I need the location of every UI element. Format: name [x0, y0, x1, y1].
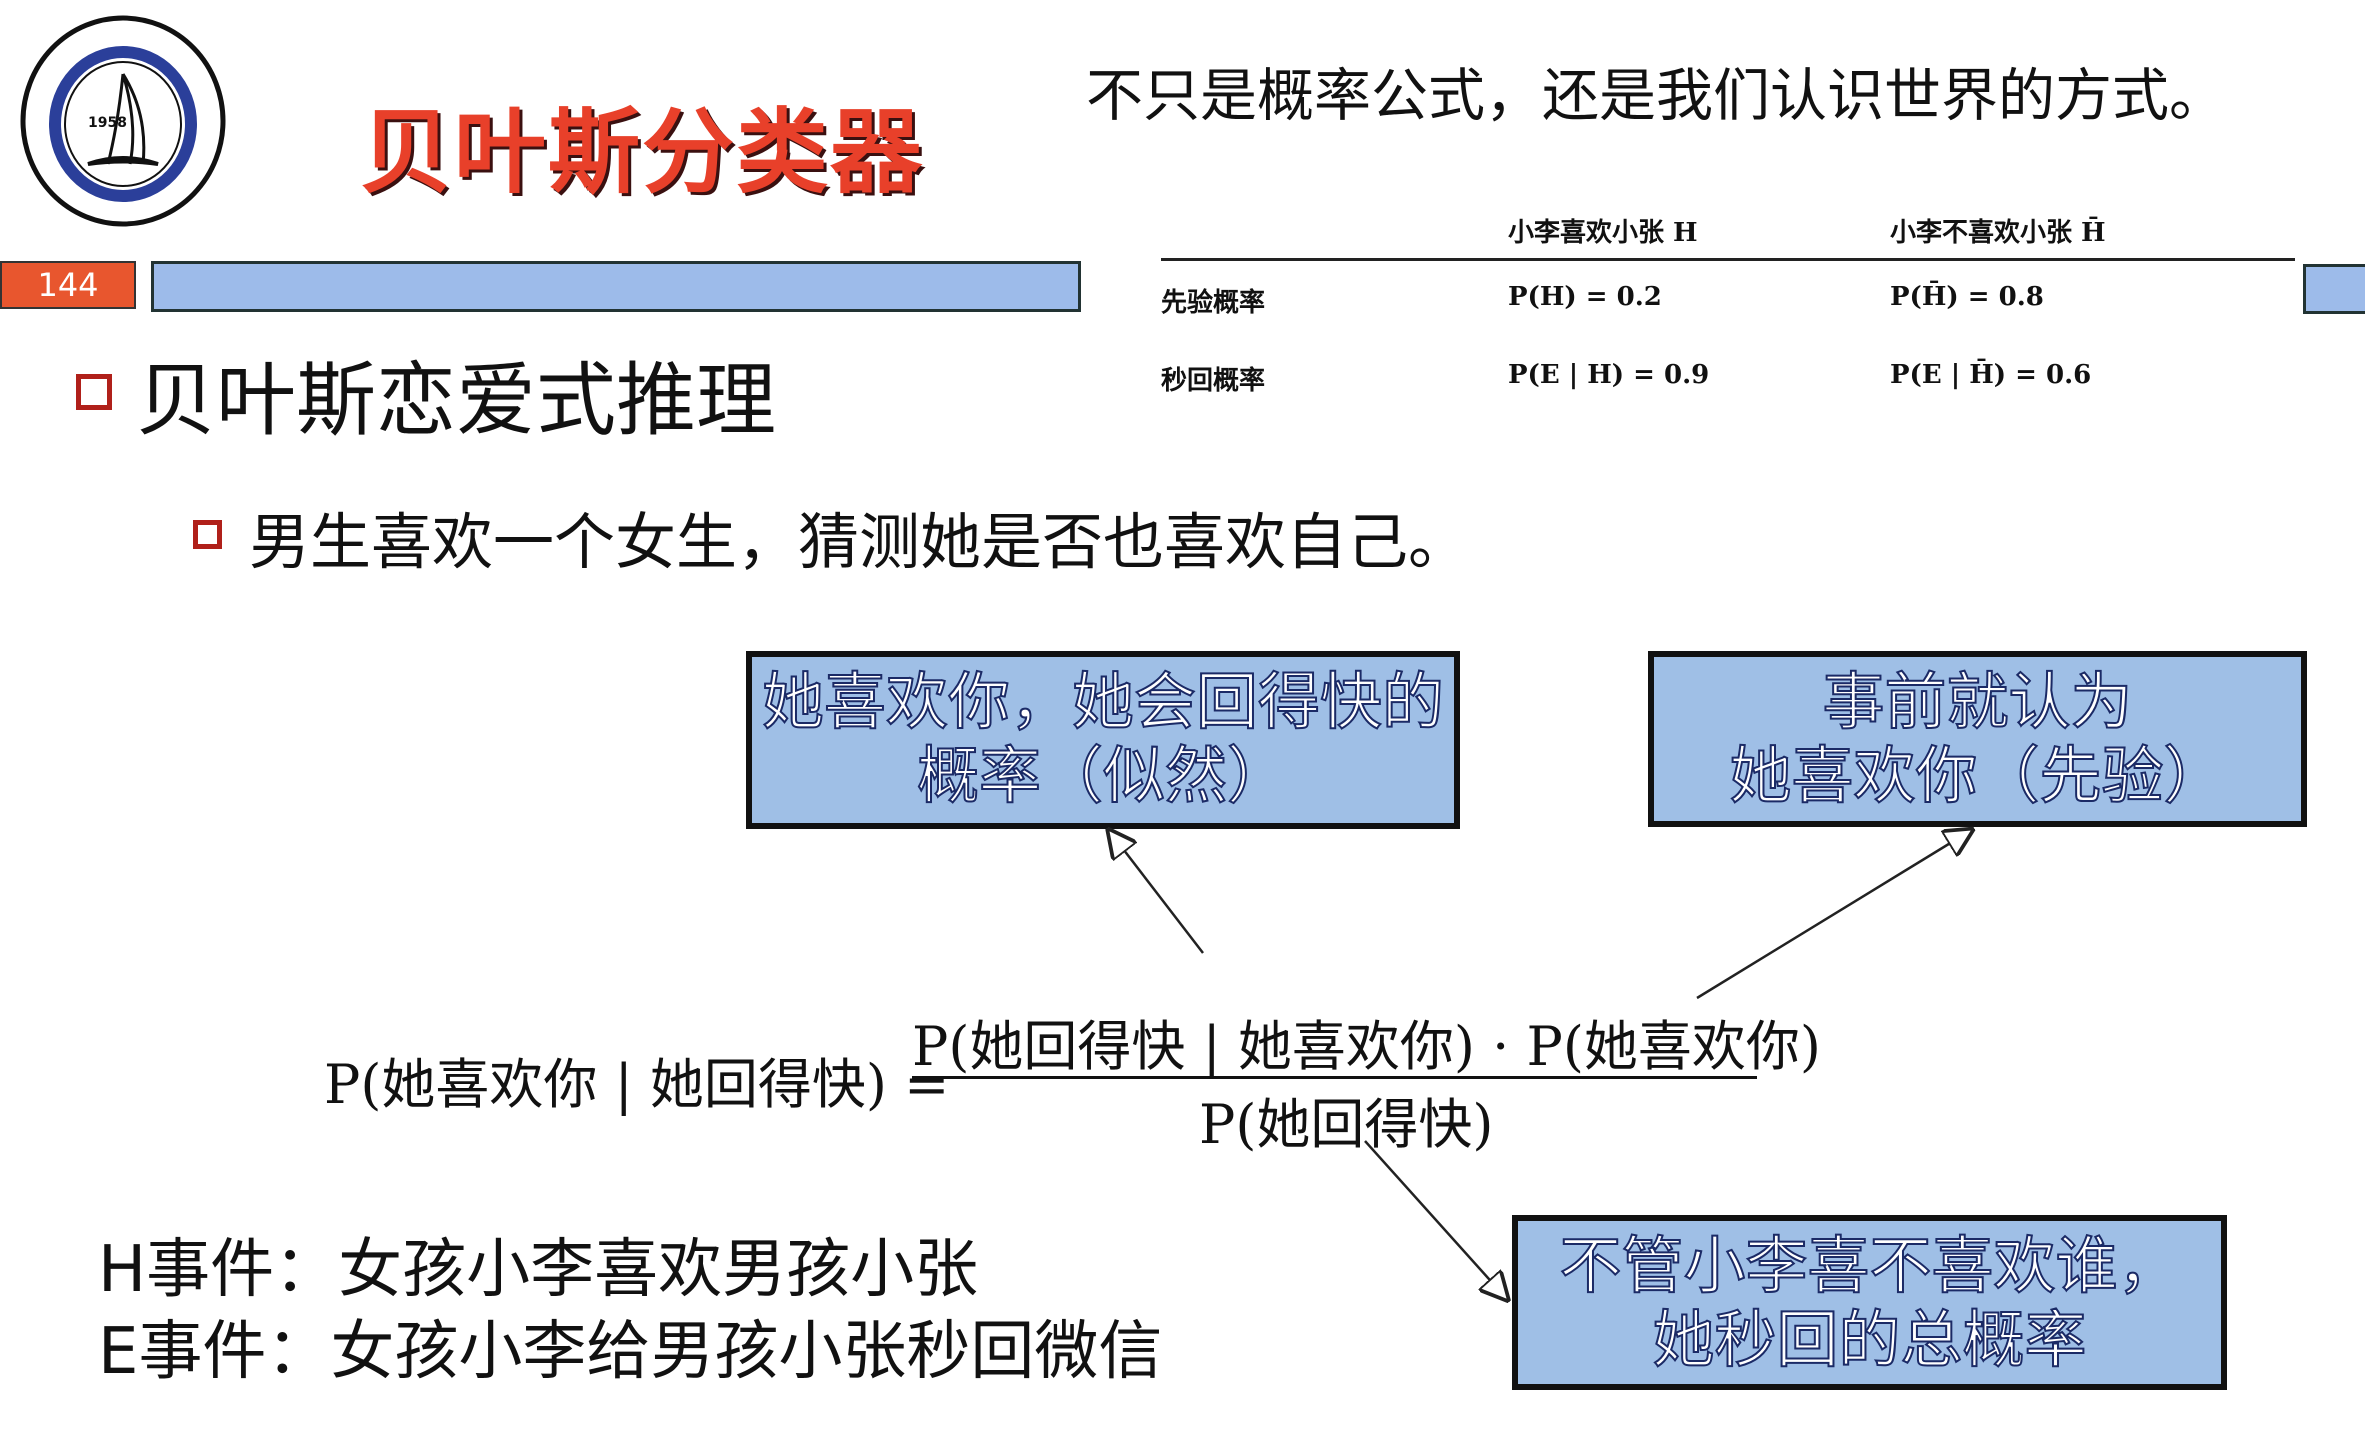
formula-lhs: P(她喜欢你 | 她回得快) = [324, 1053, 950, 1116]
table-row-label: 先验概率 [1161, 288, 1266, 318]
title-bar [151, 261, 1081, 312]
university-logo: 1958 [20, 15, 226, 227]
arrow-to-prior [1696, 831, 1970, 1000]
page-number: 144 [0, 261, 136, 309]
callout-line: 概率（似然） [916, 738, 1290, 813]
slogan: 不只是概率公式，还是我们认识世界的方式。 [1086, 63, 2226, 129]
table-header-h: 小李喜欢小张 H [1508, 218, 1698, 248]
table-cell: P(E | H) = 0.9 [1508, 360, 1710, 390]
table-row-label: 秒回概率 [1161, 366, 1266, 396]
title-bar-right [2303, 264, 2365, 314]
formula-numerator: P(她回得快 | 她喜欢你) · P(她喜欢你) [912, 1015, 1821, 1078]
bullet-square-icon [76, 374, 112, 410]
event-h: H事件：女孩小李喜欢男孩小张 [98, 1233, 979, 1307]
event-e: E事件：女孩小李给男孩小张秒回微信 [98, 1315, 1163, 1389]
slide-title: 贝叶斯分类器 [360, 99, 925, 206]
table-header-not-h: 小李不喜欢小张 H̄ [1890, 218, 2106, 248]
table-cell: P(H) = 0.2 [1508, 282, 1662, 312]
callout-line: 她喜欢你，她会回得快的 [761, 664, 1445, 739]
bullet-level1: 贝叶斯恋爱式推理 [136, 354, 776, 447]
callout-prior: 事前就认为 她喜欢你（先验） [1648, 651, 2307, 827]
table-cell: P(E | H̄) = 0.6 [1890, 360, 2092, 390]
callout-line: 事前就认为 [1821, 664, 2133, 739]
fraction-line [912, 1076, 1757, 1079]
callout-line: 她喜欢你（先验） [1728, 738, 2226, 813]
callout-likelihood: 她喜欢你，她会回得快的 概率（似然） [746, 651, 1460, 829]
callout-evidence: 不管小李喜不喜欢谁， 她秒回的总概率 [1512, 1215, 2227, 1390]
callout-line: 她秒回的总概率 [1651, 1302, 2087, 1377]
bullet-level2: 男生喜欢一个女生，猜测她是否也喜欢自己。 [249, 507, 1470, 578]
callout-line: 不管小李喜不喜欢谁， [1558, 1228, 2180, 1303]
bullet-square-icon [193, 520, 222, 549]
formula-denominator: P(她回得快) [1199, 1093, 1494, 1156]
arrow-to-likelihood [1110, 832, 1204, 954]
table-rule [1161, 258, 2295, 261]
svg-text:1958: 1958 [88, 115, 127, 131]
arrow-to-evidence [1364, 1140, 1506, 1298]
table-cell: P(H̄) = 0.8 [1890, 282, 2044, 312]
